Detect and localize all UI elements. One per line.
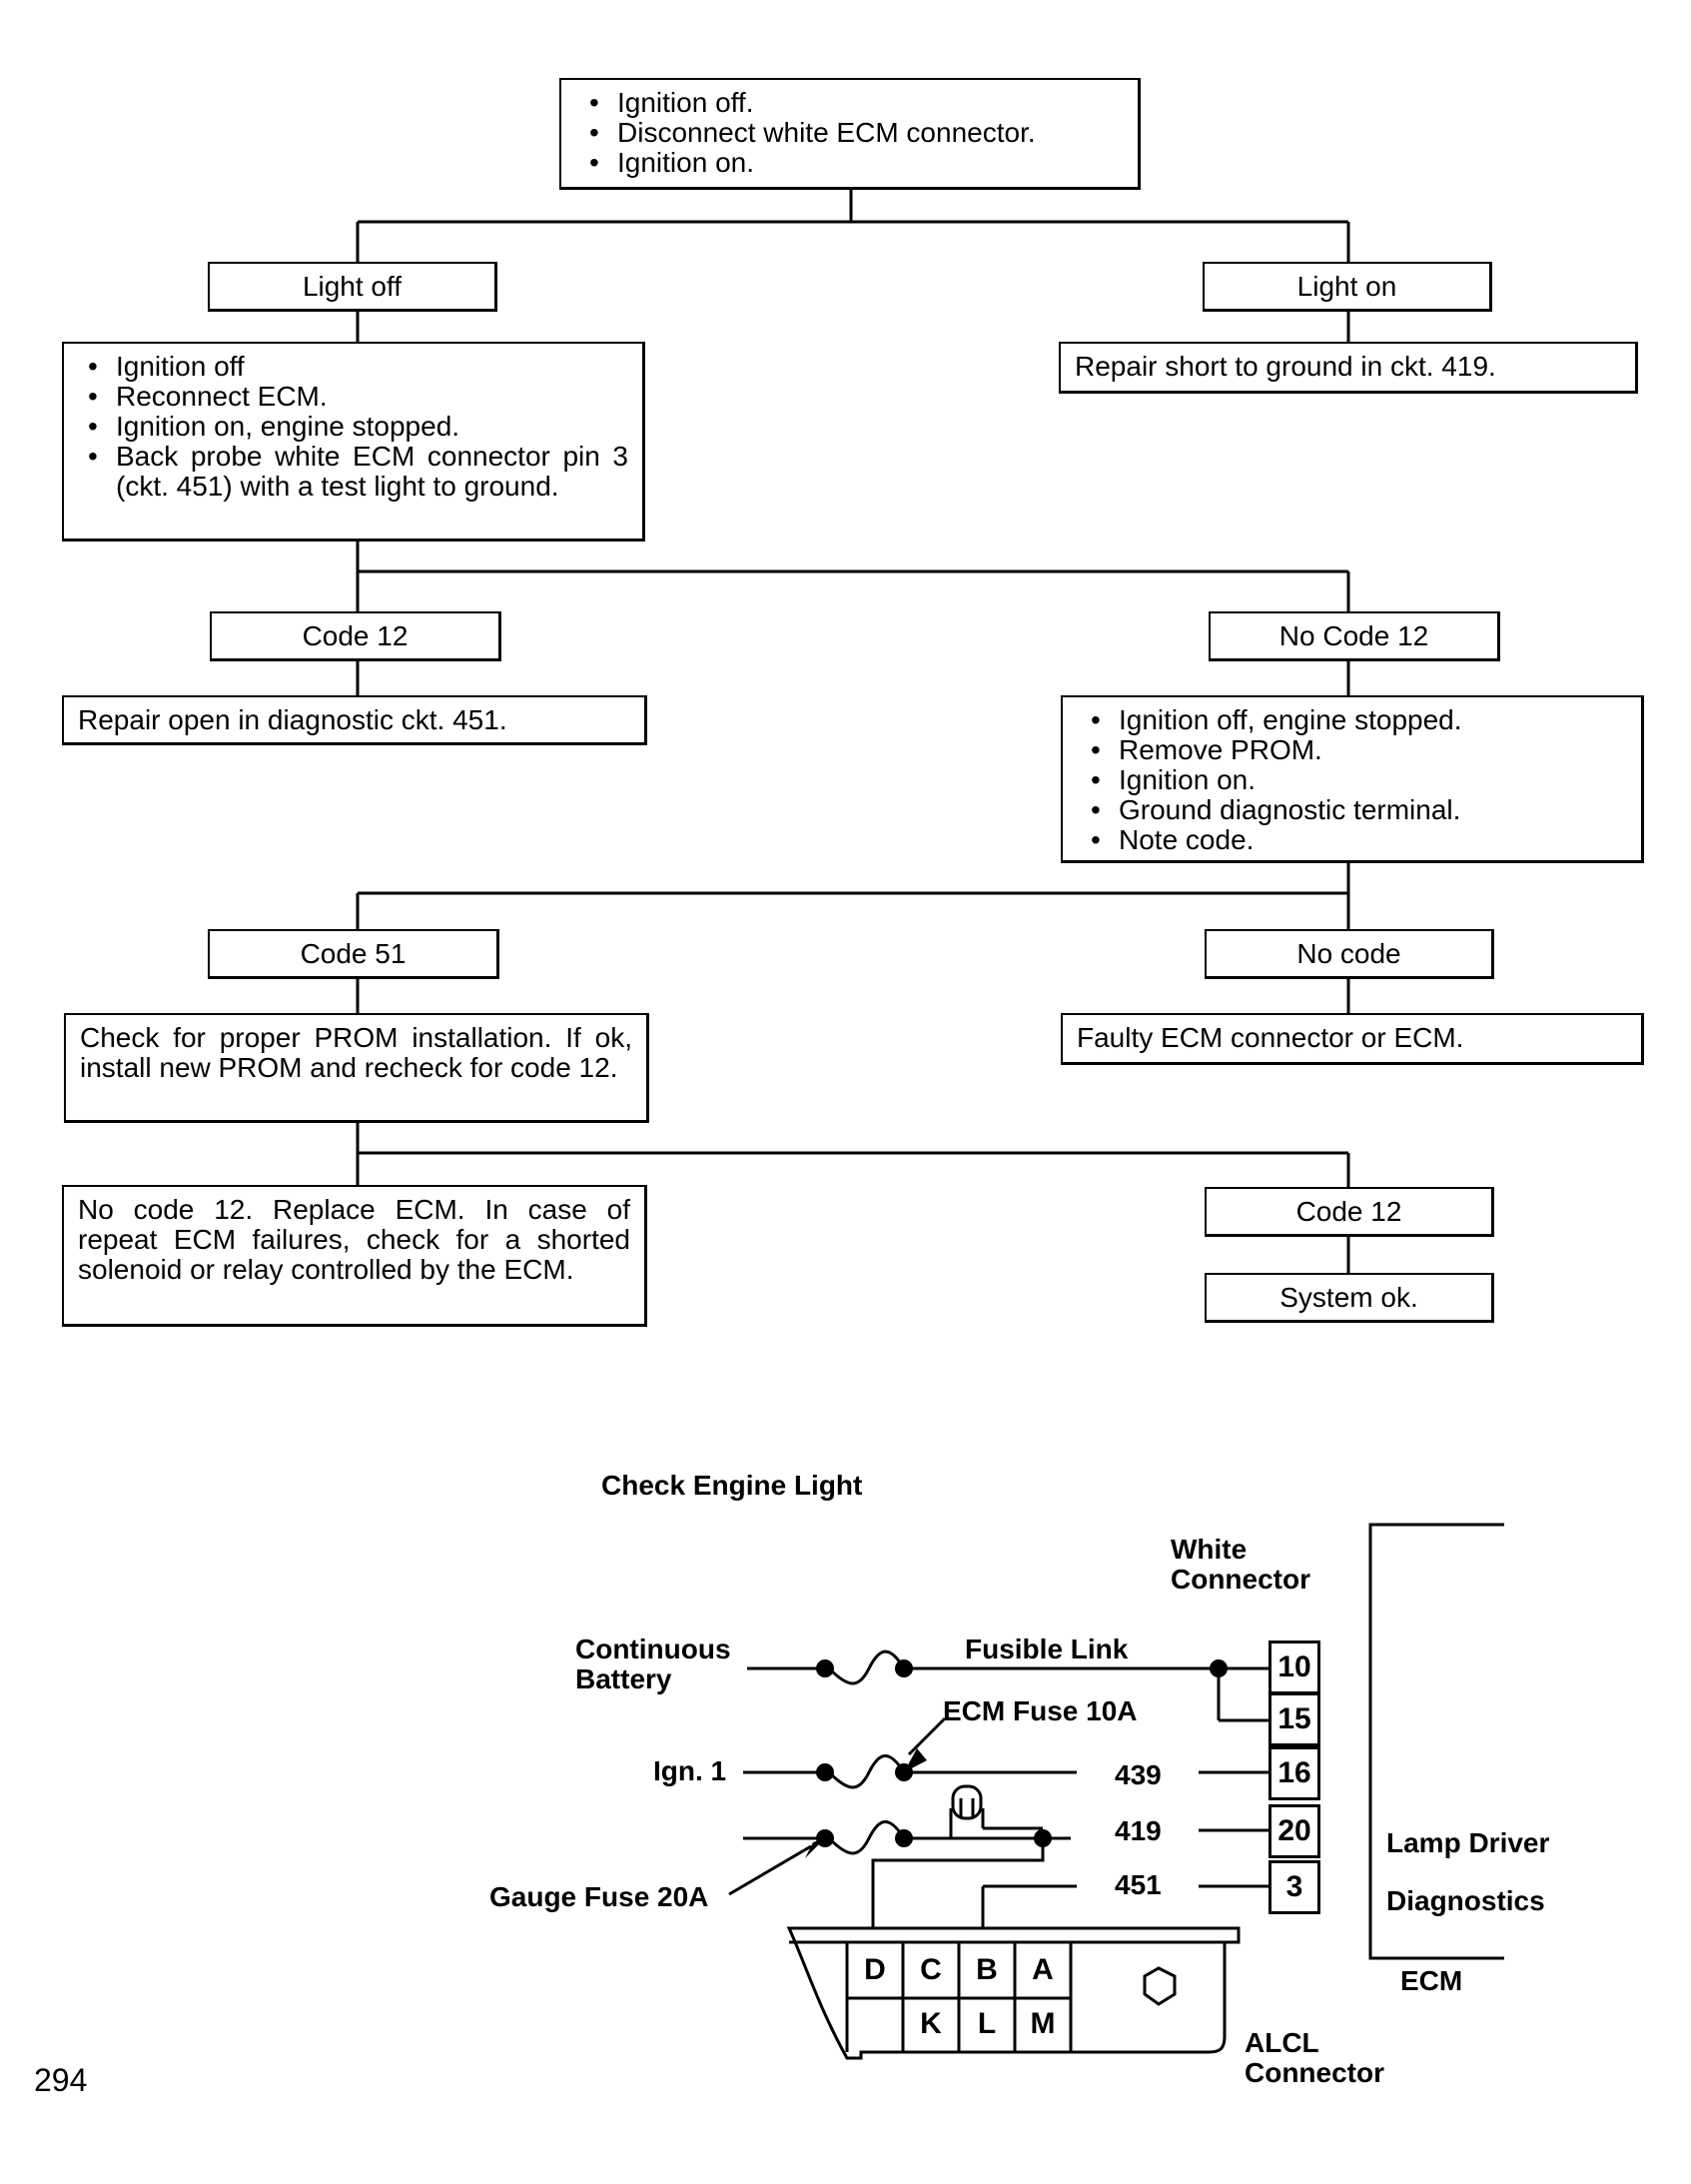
no-code-12-step: Note code.	[1087, 825, 1627, 856]
light-off-label: Light off	[302, 271, 403, 302]
page-number: 294	[34, 2062, 88, 2098]
schematic-junctions	[805, 1659, 1228, 1858]
code-51-box: Code 51	[208, 929, 499, 979]
system-ok-box: System ok.	[1205, 1273, 1494, 1323]
wire-419-label: 419	[1115, 1815, 1162, 1846]
fusible-link-label: Fusible Link	[965, 1634, 1129, 1664]
no-code-12-step: Ground diagnostic terminal.	[1087, 795, 1627, 826]
alcl-cell-a: A	[1032, 1953, 1054, 1986]
pin-15: 15	[1268, 1692, 1320, 1746]
ecm-fuse-label: ECM Fuse 10A	[943, 1695, 1138, 1726]
alcl-cell-d: D	[864, 1953, 886, 1986]
lamp-icon	[951, 1784, 983, 1820]
start-step: Ignition off.	[585, 88, 1124, 119]
start-step: Disconnect white ECM connector.	[585, 118, 1124, 149]
lamp-driver-label: Lamp Driver	[1386, 1827, 1550, 1858]
code-12-b-label: Code 12	[1295, 1196, 1402, 1227]
light-off-steps-box: Ignition off Reconnect ECM. Ignition on,…	[62, 342, 645, 542]
diagnostics-label: Diagnostics	[1386, 1885, 1545, 1916]
code-12-a-box: Code 12	[210, 611, 501, 661]
continuous-battery-line1: Continuous	[575, 1634, 731, 1664]
wire-451-label: 451	[1115, 1869, 1162, 1900]
code-12-b-box: Code 12	[1205, 1187, 1494, 1237]
pin-20: 20	[1268, 1804, 1320, 1858]
code-12-a-label: Code 12	[302, 620, 409, 651]
pin-3: 3	[1268, 1860, 1320, 1914]
light-on-label: Light on	[1296, 271, 1397, 302]
no-code-12-label: No Code 12	[1278, 620, 1429, 651]
alcl-cell-m: M	[1030, 2007, 1056, 2040]
system-ok-label: System ok.	[1279, 1282, 1418, 1313]
light-on-result: Repair short to ground in ckt. 419.	[1075, 351, 1496, 382]
start-box: Ignition off. Disconnect white ECM conne…	[559, 78, 1141, 190]
no-code-12-step: Ignition on.	[1087, 765, 1627, 796]
code-51-steps: Check for proper PROM installation. If o…	[80, 1022, 632, 1083]
schematic-wires	[728, 1523, 1504, 2060]
code-51-label: Code 51	[300, 938, 407, 969]
white-connector-label-line2: Connector	[1171, 1564, 1310, 1595]
no-code-12-replace: No code 12. Replace ECM. In case of repe…	[78, 1194, 630, 1285]
no-code-result-box: Faulty ECM connector or ECM.	[1061, 1013, 1644, 1065]
light-on-box: Light on	[1203, 262, 1492, 312]
no-code-12-step: Ignition off, engine stopped.	[1087, 705, 1627, 736]
light-off-step: Reconnect ECM.	[84, 382, 628, 413]
no-code-result: Faulty ECM connector or ECM.	[1077, 1022, 1464, 1053]
alcl-cell-k: K	[920, 2007, 942, 2040]
light-on-result-box: Repair short to ground in ckt. 419.	[1059, 342, 1638, 394]
light-off-step: Ignition off	[84, 352, 628, 383]
no-code-12-replace-box: No code 12. Replace ECM. In case of repe…	[62, 1185, 647, 1327]
alcl-connector-line1: ALCL	[1245, 2027, 1319, 2058]
alcl-cell-b: B	[976, 1953, 998, 1986]
no-code-label: No code	[1296, 938, 1401, 969]
code-51-steps-box: Check for proper PROM installation. If o…	[64, 1013, 649, 1123]
alcl-cell-c: C	[920, 1953, 942, 1986]
ecm-label: ECM	[1400, 1965, 1463, 1996]
code-12-a-result: Repair open in diagnostic ckt. 451.	[78, 704, 507, 735]
no-code-box: No code	[1205, 929, 1494, 979]
pin-10: 10	[1268, 1640, 1320, 1694]
no-code-12-box: No Code 12	[1209, 611, 1500, 661]
schematic-title: Check Engine Light	[601, 1470, 863, 1501]
start-step: Ignition on.	[585, 148, 1124, 179]
alcl-cell-l: L	[977, 2007, 997, 2040]
no-code-12-step: Remove PROM.	[1087, 735, 1627, 766]
light-off-step: Back probe white ECM connector pin 3 (ck…	[84, 442, 628, 502]
continuous-battery-line2: Battery	[575, 1663, 672, 1694]
code-12-a-result-box: Repair open in diagnostic ckt. 451.	[62, 695, 647, 745]
ign1-label: Ign. 1	[653, 1755, 727, 1786]
white-connector-label-line1: White	[1171, 1534, 1248, 1565]
light-off-step: Ignition on, engine stopped.	[84, 412, 628, 443]
pin-16: 16	[1268, 1746, 1320, 1800]
gauge-fuse-label: Gauge Fuse 20A	[489, 1881, 709, 1912]
wire-439-label: 439	[1115, 1759, 1162, 1790]
flowchart-connectors	[356, 190, 1350, 1273]
no-code-12-steps-box: Ignition off, engine stopped. Remove PRO…	[1061, 695, 1644, 863]
light-off-box: Light off	[208, 262, 497, 312]
alcl-connector-line2: Connector	[1245, 2057, 1384, 2088]
